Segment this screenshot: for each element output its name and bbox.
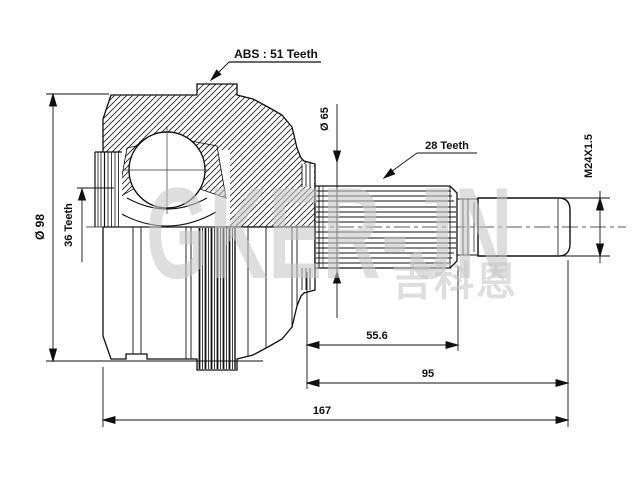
dim-spline-length-value: 55.6 <box>366 330 387 342</box>
dimension-inner-spline <box>77 187 114 262</box>
flange-diameter-label: Ø 65 <box>319 107 331 131</box>
abs-ring-callout <box>209 61 321 82</box>
dimension-dia-98 <box>46 92 263 363</box>
dim-total-length-value: 167 <box>313 405 331 417</box>
abs-tone-ring-band <box>198 228 236 369</box>
dimension-thread <box>562 191 610 263</box>
housing-section-top <box>94 83 316 228</box>
housing-external-bottom <box>102 226 316 371</box>
dimension-167 <box>101 367 570 427</box>
outer-spline-label: 28 Teeth <box>425 140 469 152</box>
abs-ring-label: ABS : 51 Teeth <box>234 47 318 61</box>
dim-shaft-length-value: 95 <box>422 368 434 380</box>
boot-groove-top <box>301 164 314 187</box>
dimension-95 <box>305 260 570 427</box>
dimension-dia-65 <box>332 104 342 318</box>
inner-spline-label: 36 Teeth <box>63 203 75 247</box>
outer-spline-callout <box>382 152 477 179</box>
dimension-55-6 <box>305 266 460 389</box>
thread-label: M24X1.5 <box>583 134 595 178</box>
inner-spline-bore <box>94 151 122 227</box>
boot-groove-bottom <box>301 268 311 290</box>
body-diameter-label: Ø 98 <box>33 214 47 240</box>
